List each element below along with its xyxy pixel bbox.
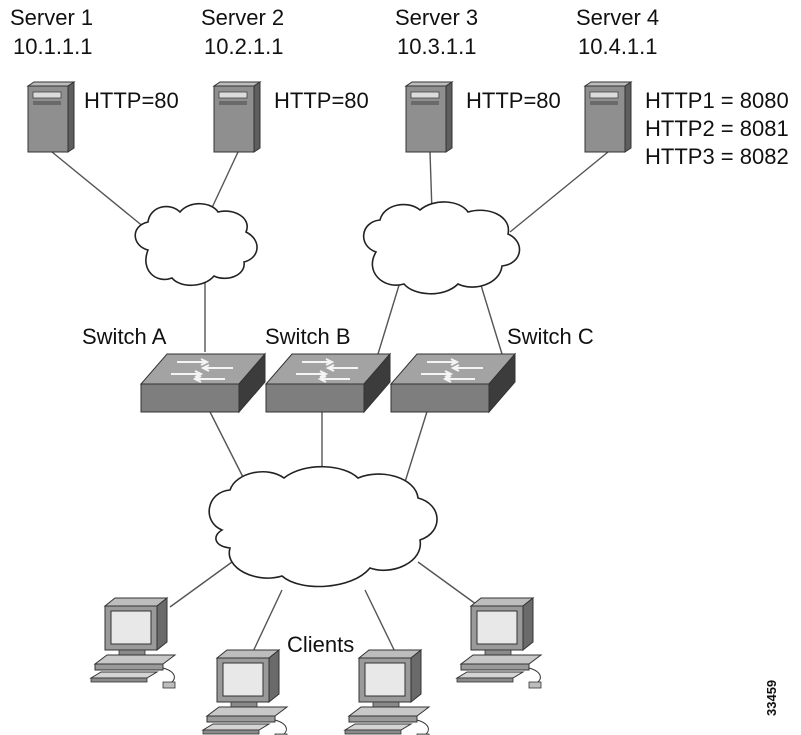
server-port: HTTP=80 (274, 88, 369, 113)
link-server2-cloud1 (209, 151, 239, 213)
link-cloud3-client2 (249, 589, 283, 659)
server-2: Server 2 10.2.1.1 HTTP=80 (201, 5, 369, 153)
server-ip: 10.4.1.1 (578, 34, 658, 59)
workstation-icon (202, 649, 288, 735)
link-cloud3-client3 (364, 589, 399, 659)
link-switch-c-cloud3 (404, 401, 431, 483)
network-cloud-icon (134, 202, 258, 287)
link-switch-a-cloud3 (204, 401, 249, 488)
network-switch-icon (265, 353, 391, 413)
network-cloud-icon (208, 465, 438, 588)
link-server3-cloud2 (429, 151, 433, 213)
switch-b: Switch B (265, 324, 391, 413)
link-cloud2-switch-b (377, 281, 401, 355)
figure-id: 33459 (764, 680, 779, 716)
clients: Clients (90, 597, 542, 735)
link-cloud2-switch-c (479, 281, 503, 355)
switch-label: Switch A (82, 324, 167, 349)
link-cloud3-client1 (169, 561, 233, 608)
server-ip: 10.1.1.1 (13, 34, 93, 59)
switch-c: Switch C (390, 324, 594, 413)
server-1: Server 1 10.1.1.1 HTTP=80 (10, 5, 179, 153)
server-ip: 10.2.1.1 (204, 34, 284, 59)
server-4: Server 4 10.4.1.1 HTTP1 = 8080 HTTP2 = 8… (576, 5, 789, 169)
link-server4-cloud2 (509, 151, 609, 233)
network-switch-icon (140, 353, 266, 413)
server-name: Server 2 (201, 5, 284, 30)
clients-label: Clients (287, 632, 354, 657)
server-3: Server 3 10.3.1.1 HTTP=80 (395, 5, 561, 153)
network-switch-icon (390, 353, 516, 413)
server-ip: 10.3.1.1 (397, 34, 477, 59)
link-cloud3-client4 (417, 561, 481, 608)
server-name: Server 1 (10, 5, 93, 30)
switch-label: Switch C (507, 324, 594, 349)
server-tower-icon (584, 81, 632, 153)
switch-label: Switch B (265, 324, 351, 349)
server-port: HTTP3 = 8082 (645, 144, 789, 169)
server-tower-icon (27, 81, 75, 153)
link-server1-cloud1 (51, 151, 151, 233)
switch-a: Switch A (82, 324, 266, 413)
server-tower-icon (213, 81, 261, 153)
workstation-icon (90, 597, 176, 689)
server-port: HTTP1 = 8080 (645, 88, 789, 113)
server-port: HTTP2 = 8081 (645, 116, 789, 141)
server-port: HTTP=80 (466, 88, 561, 113)
server-port: HTTP=80 (84, 88, 179, 113)
server-tower-icon (405, 81, 453, 153)
workstation-icon (344, 649, 430, 735)
server-name: Server 4 (576, 5, 659, 30)
workstation-icon (456, 597, 542, 689)
network-links (51, 151, 609, 659)
network-cloud-icon (362, 201, 521, 295)
server-name: Server 3 (395, 5, 478, 30)
